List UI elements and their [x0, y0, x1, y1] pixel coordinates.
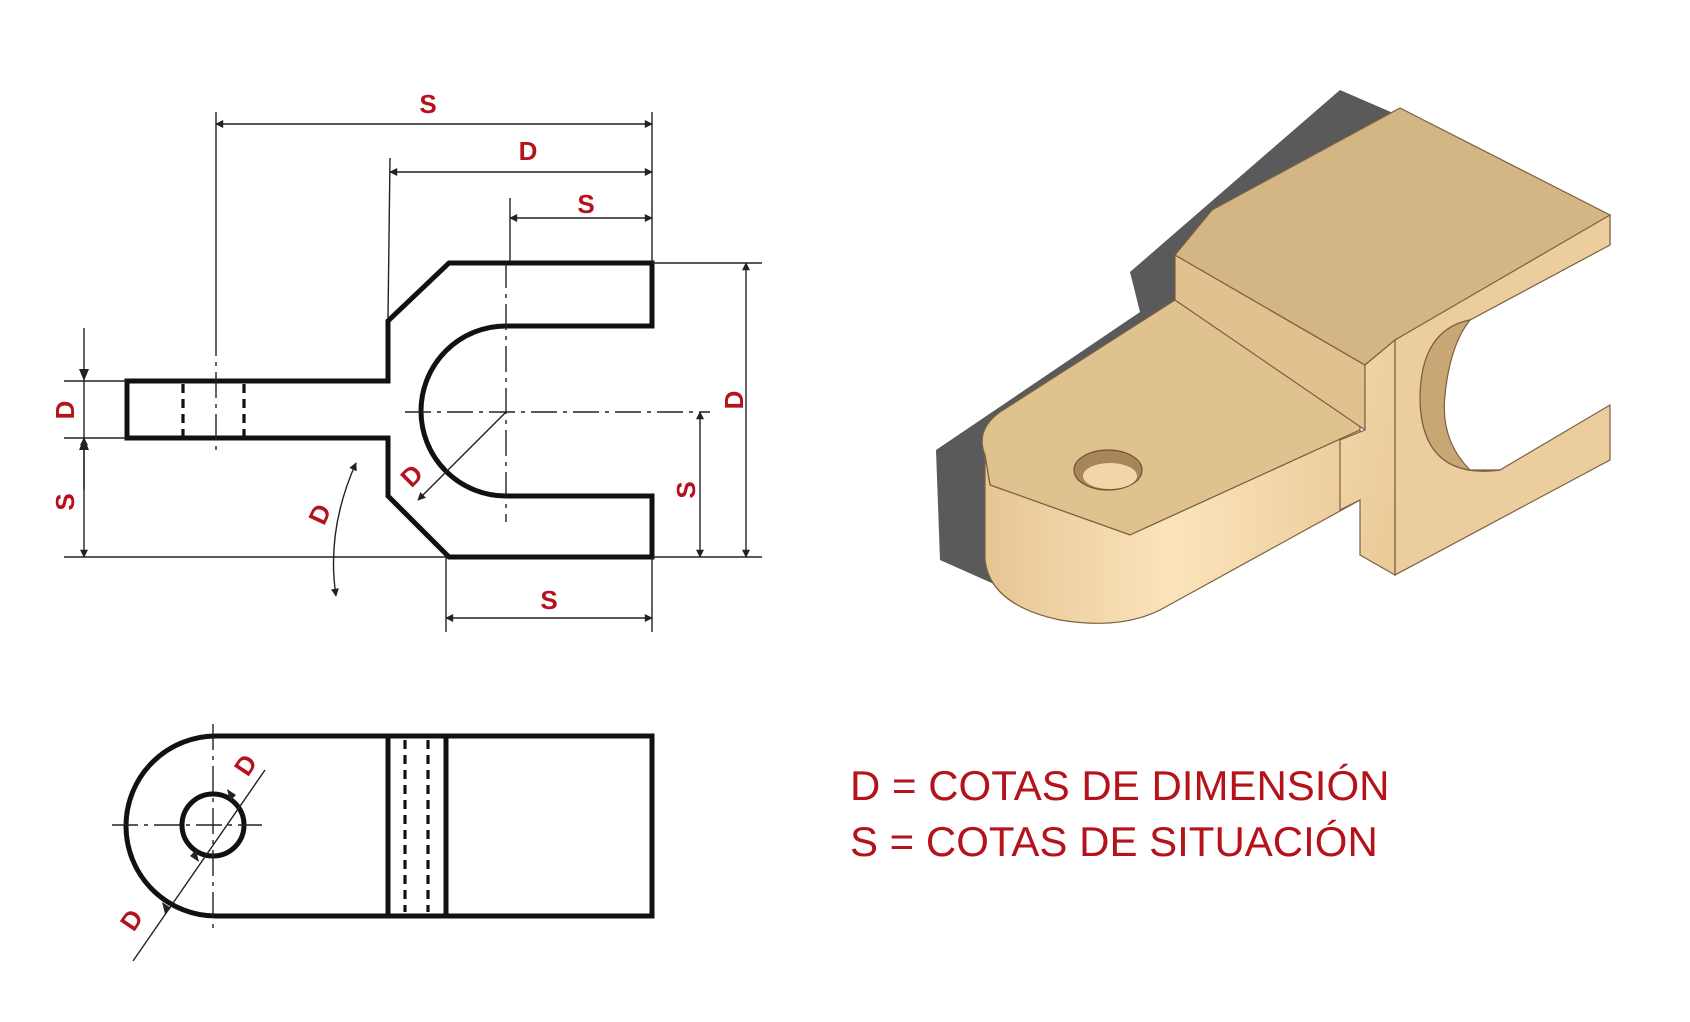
top-view-outline — [123, 733, 655, 919]
iso-fork-slot — [1419, 319, 1501, 472]
iso-block-front — [1339, 338, 1396, 577]
radius-leader — [417, 411, 507, 501]
dim-label-bottom: S — [540, 585, 557, 615]
front-view: S D S D S D S S D D — [50, 89, 762, 632]
legend: D = COTAS DE DIMENSIÓN S = COTAS DE SITU… — [850, 762, 1389, 865]
iso-base-front — [984, 429, 1361, 624]
ext-line — [387, 157, 391, 319]
dim-label-right-height: D — [719, 391, 749, 410]
dim-label-top-overall: S — [419, 89, 436, 119]
dim-label-left-lower: S — [50, 493, 80, 510]
top-view: D D — [112, 724, 655, 962]
iso-hole-inner — [1083, 463, 1137, 489]
dim-label-left-upper: D — [50, 401, 80, 420]
hole-diameter-leader — [132, 769, 266, 962]
legend-situation: S = COTAS DE SITUACIÓN — [850, 818, 1378, 865]
dim-label-right-lower: S — [671, 481, 701, 498]
isometric-view — [936, 90, 1611, 624]
dim-label-hole-lower: D — [114, 904, 149, 936]
dim-label-radius: D — [394, 458, 428, 492]
legend-dimension: D = COTAS DE DIMENSIÓN — [850, 762, 1389, 809]
front-view-outline — [124, 260, 655, 560]
angle-arc — [330, 462, 357, 597]
dim-label-top-inner: S — [577, 189, 594, 219]
dim-arrow — [190, 850, 199, 862]
dim-label-angle: D — [302, 499, 337, 529]
dim-label-hole-upper: D — [228, 749, 263, 781]
dim-arrow — [162, 902, 171, 914]
dim-label-top-middle: D — [519, 136, 538, 166]
dim-arrow — [227, 789, 236, 801]
dim-arrow — [79, 369, 89, 381]
